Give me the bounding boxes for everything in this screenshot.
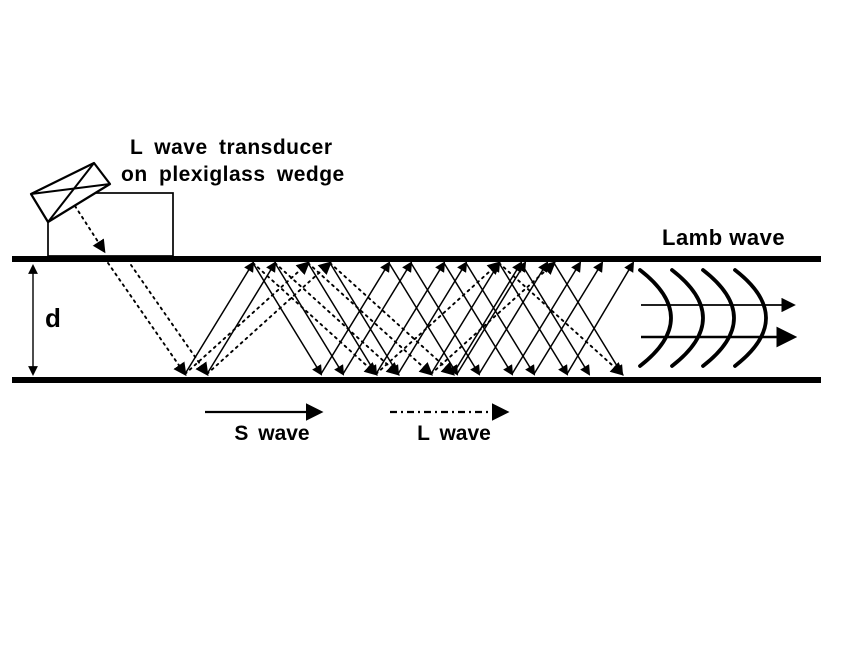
l-wave-ray — [130, 264, 209, 377]
l-wave-ray — [329, 262, 455, 376]
s-wave-ray — [443, 262, 514, 376]
s-wave-ray — [329, 262, 400, 376]
s-wave-ray — [520, 262, 591, 376]
wavefront-arc-1 — [638, 268, 673, 368]
s-wave-ray — [184, 261, 255, 375]
lamb-wave-label: Lamb wave — [662, 225, 786, 250]
s-wave-ray — [465, 262, 536, 376]
l-wave-ray — [252, 262, 378, 376]
transducer-caption-line2: on plexiglass wedge — [121, 163, 345, 186]
s-wave-ray — [342, 261, 413, 375]
plate-surfaces — [12, 256, 821, 383]
incident-wedge-ray — [74, 205, 106, 254]
s-wave-ray — [307, 262, 378, 376]
transducer-diagonal-2 — [47, 162, 95, 223]
l-wave-ray — [184, 261, 310, 375]
s-wave-ray — [252, 262, 323, 376]
l-wave-ray — [206, 261, 332, 375]
s-wave-ray — [452, 261, 523, 375]
s-wave-legend-label: S wave — [234, 422, 310, 445]
s-wave-ray — [456, 261, 527, 375]
transducer-caption-line1: L wave transducer — [130, 136, 333, 159]
s-wave-ray — [206, 261, 277, 375]
l-wave-ray — [107, 262, 187, 377]
l-wave-ray — [274, 262, 400, 376]
l-wave-transducer — [29, 161, 112, 224]
transducer-diagonal-1 — [30, 183, 111, 195]
transducer-caption: L wave transducer on plexiglass wedge — [121, 134, 345, 188]
l-wave-ray — [375, 261, 501, 375]
s-wave-ray — [566, 261, 635, 375]
lamb-wavefront-arcs — [638, 268, 768, 368]
l-wave-ray — [430, 261, 556, 375]
s-wave-ray — [533, 261, 604, 375]
s-wave-ray — [553, 262, 624, 376]
s-wave-ray — [388, 262, 459, 376]
s-wave-ray — [320, 261, 391, 375]
l-wave-ray — [498, 262, 624, 376]
s-wave-ray — [274, 262, 345, 376]
s-wave-ray — [375, 261, 446, 375]
s-wave-ray — [511, 261, 582, 375]
l-wave-ray — [307, 262, 433, 376]
s-wave-ray — [397, 261, 468, 375]
propagation-arrows — [641, 297, 798, 348]
s-wave-ray — [430, 261, 501, 375]
bouncing-wave-rays — [74, 205, 635, 377]
s-wave-ray — [498, 262, 569, 376]
s-wave-ray — [478, 261, 549, 375]
wavefront-arc-3 — [701, 268, 736, 368]
wavefront-arc-2 — [670, 268, 705, 368]
l-wave-legend-label: L wave — [417, 422, 491, 445]
s-wave-ray — [410, 262, 481, 376]
plate-thickness-label: d — [45, 303, 61, 333]
wavefront-arc-4 — [733, 268, 768, 368]
